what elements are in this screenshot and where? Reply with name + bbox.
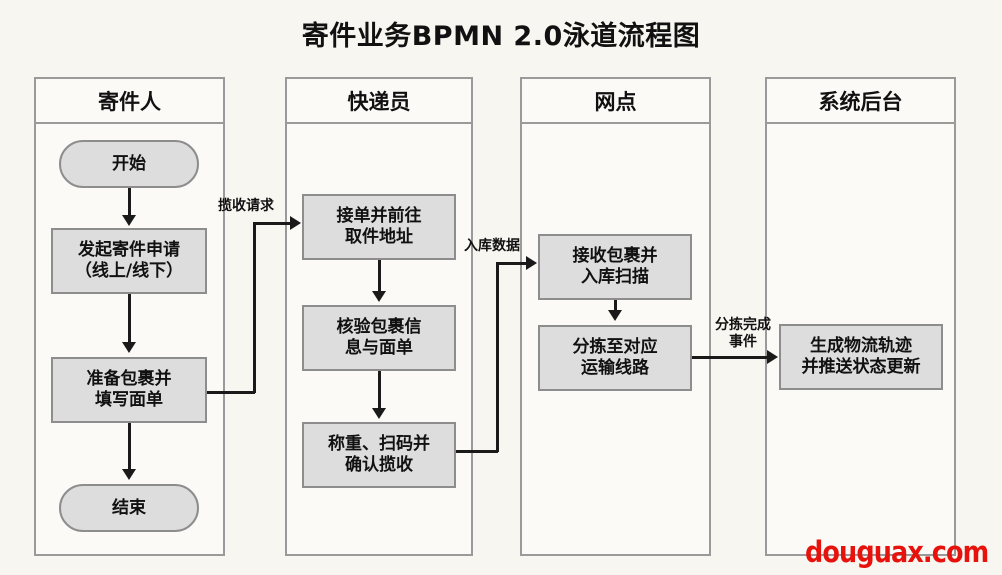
swimlane-label-system: 系统后台: [818, 89, 903, 114]
node-verify-package-info-label: 核验包裹信 息与面单: [336, 317, 422, 358]
node-generate-tracking-push-status-label: 生成物流轨迹 并推送状态更新: [801, 336, 921, 377]
page-title: 寄件业务BPMN 2.0泳道流程图: [301, 21, 701, 52]
arrowhead-sort-to-track-icon: [767, 350, 778, 364]
swimlane-header-sender: 寄件人: [36, 79, 223, 124]
node-initiate-shipping-request[interactable]: 发起寄件申请 （线上/线下）: [51, 228, 207, 294]
arrowhead-weigh-to-receive-icon: [526, 256, 537, 270]
connector-prepare-to-accept-h1: [207, 391, 255, 394]
connector-weigh-to-receive-h1: [456, 450, 498, 453]
arrowhead-receive-to-sort-icon: [608, 310, 622, 321]
watermark: douguax.com: [804, 535, 989, 569]
connector-prepare-to-accept-v: [253, 222, 256, 393]
arrowhead-prepare-to-accept-icon: [290, 216, 301, 230]
swimlane-header-courier: 快递员: [287, 79, 471, 124]
node-weigh-scan-confirm[interactable]: 称重、扫码并 确认揽收: [302, 422, 456, 488]
swimlane-label-sender: 寄件人: [98, 89, 161, 114]
node-receive-package-inbound-scan[interactable]: 接收包裹并 入库扫描: [538, 234, 692, 300]
node-sort-to-transport-route-label: 分拣至对应 运输线路: [572, 337, 658, 378]
connector-receive-to-sort: [614, 300, 617, 312]
arrowhead-verify-to-weigh-icon: [372, 408, 386, 419]
node-accept-order-go-pickup[interactable]: 接单并前往 取件地址: [302, 194, 456, 260]
node-start[interactable]: 开始: [59, 140, 199, 188]
arrowhead-start-to-apply-icon: [122, 215, 136, 226]
arrowhead-accept-to-verify-icon: [372, 291, 386, 302]
node-start-label: 开始: [112, 153, 146, 174]
node-initiate-shipping-request-label: 发起寄件申请 （线上/线下）: [74, 240, 184, 281]
node-prepare-package-label: 准备包裹并 填写面单: [86, 369, 172, 410]
node-prepare-package[interactable]: 准备包裹并 填写面单: [51, 357, 207, 423]
connector-accept-to-verify: [378, 260, 381, 293]
node-accept-order-go-pickup-label: 接单并前往 取件地址: [336, 206, 422, 247]
node-receive-package-inbound-scan-label: 接收包裹并 入库扫描: [572, 246, 658, 287]
connector-verify-to-weigh: [378, 371, 381, 410]
arrowhead-prepare-to-end-icon: [122, 469, 136, 480]
connector-weigh-to-receive-v: [496, 262, 499, 452]
node-weigh-scan-confirm-label: 称重、扫码并 确认揽收: [328, 434, 430, 475]
edge-label-inbound-data: 入库数据: [464, 238, 520, 254]
swimlane-header-branch: 网点: [522, 79, 709, 124]
connector-apply-to-prepare: [128, 294, 131, 344]
swimlane-label-courier: 快递员: [347, 89, 411, 114]
arrowhead-apply-to-prepare-icon: [122, 342, 136, 353]
node-end-label: 结束: [112, 497, 146, 518]
connector-weigh-to-receive-h2: [496, 262, 527, 265]
edge-label-sort-complete-event: 分拣完成 事件: [715, 317, 771, 350]
node-verify-package-info[interactable]: 核验包裹信 息与面单: [302, 305, 456, 371]
connector-sort-to-track: [692, 356, 769, 359]
node-generate-tracking-push-status[interactable]: 生成物流轨迹 并推送状态更新: [779, 324, 943, 390]
node-sort-to-transport-route[interactable]: 分拣至对应 运输线路: [538, 325, 692, 391]
connector-start-to-apply: [128, 188, 131, 217]
edge-label-pickup-request: 揽收请求: [218, 198, 274, 214]
swimlane-header-system: 系统后台: [767, 79, 954, 124]
swimlane-label-branch: 网点: [594, 89, 637, 114]
swimlane-system: 系统后台: [765, 77, 956, 556]
node-end[interactable]: 结束: [59, 484, 199, 532]
connector-prepare-to-end: [128, 423, 131, 471]
connector-prepare-to-accept-h2: [253, 222, 291, 225]
